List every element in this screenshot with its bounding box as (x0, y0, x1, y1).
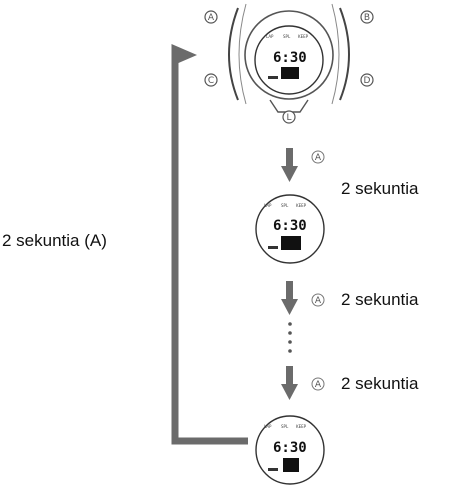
step-button-a-letter-1: A (315, 153, 322, 163)
face-2-graphic (281, 236, 301, 250)
button-c-letter: C (208, 76, 214, 86)
dot-3 (288, 340, 292, 344)
button-l-letter: L (286, 113, 291, 123)
step-3-label: 2 sekuntia (341, 374, 419, 393)
button-l-icon (282, 110, 296, 124)
button-a-icon (204, 10, 218, 24)
loop-arrowhead (171, 44, 197, 66)
watch-bottom-tab (269, 99, 309, 113)
step-arrow-2: A (281, 281, 325, 315)
button-a-letter: A (208, 13, 215, 23)
dot-2 (288, 331, 292, 335)
ellipsis-dots (288, 322, 292, 353)
face-2-header-lap: LAP (264, 203, 272, 208)
bezel-left-inner (238, 3, 247, 105)
dot-4 (288, 349, 292, 353)
return-loop-arrow (171, 44, 248, 445)
button-b-letter: B (364, 13, 370, 23)
watch-face-2: LAP SPL KEEP 6:30 (255, 194, 325, 264)
arrow-shaft-1 (286, 148, 293, 168)
button-d-icon (360, 73, 374, 87)
lcd-header-lap: LAP (266, 34, 274, 39)
step-button-a-icon-1 (311, 150, 325, 164)
dot-1 (288, 322, 292, 326)
face-3-header-lap: LAP (264, 424, 272, 429)
step-button-a-letter-3: A (315, 380, 322, 390)
step-button-a-icon-2 (311, 293, 325, 307)
watch-face-3: LAP SPL KEEP 6:30 (255, 415, 325, 485)
lcd-header-spl: SPL (283, 34, 291, 39)
bezel-right-inner (331, 3, 340, 105)
lcd-header-keep: KEEP (298, 34, 309, 39)
bezel-right-arc (339, 7, 350, 101)
face-3-outline (255, 415, 325, 485)
face-3-time: 6:30 (273, 440, 307, 456)
step-2-label: 2 sekuntia (341, 290, 419, 309)
face-2-indicator (268, 246, 278, 249)
face-3-header-keep: KEEP (296, 424, 307, 429)
face-3-indicator (268, 468, 278, 471)
arrow-shaft-2 (286, 281, 293, 301)
lcd-small-indicator (268, 76, 278, 79)
face-2-header-keep: KEEP (296, 203, 307, 208)
bezel-left-arc (228, 7, 239, 101)
step-button-a-letter-2: A (315, 296, 322, 306)
step-arrow-3: A (281, 366, 325, 400)
loop-path (171, 55, 248, 445)
arrow-head-2 (281, 299, 298, 315)
side-loop-label: 2 sekuntia (A) (2, 231, 107, 250)
watch-full: A B C D L LAP SPL KEEP 6:30 (204, 3, 374, 124)
face-3-graphic (283, 458, 299, 472)
step-arrow-1: A (281, 148, 325, 182)
face-2-time: 6:30 (273, 218, 307, 234)
lcd-graphic-block (281, 67, 299, 79)
button-c-icon (204, 73, 218, 87)
button-b-icon (360, 10, 374, 24)
face-3-header-spl: SPL (281, 424, 289, 429)
face-2-header-spl: SPL (281, 203, 289, 208)
step-1-label: 2 sekuntia (341, 179, 419, 198)
lcd-time: 6:30 (273, 50, 307, 66)
arrow-head-3 (281, 384, 298, 400)
step-button-a-icon-3 (311, 377, 325, 391)
arrow-head-1 (281, 166, 298, 182)
arrow-shaft-3 (286, 366, 293, 386)
button-d-letter: D (364, 76, 371, 86)
